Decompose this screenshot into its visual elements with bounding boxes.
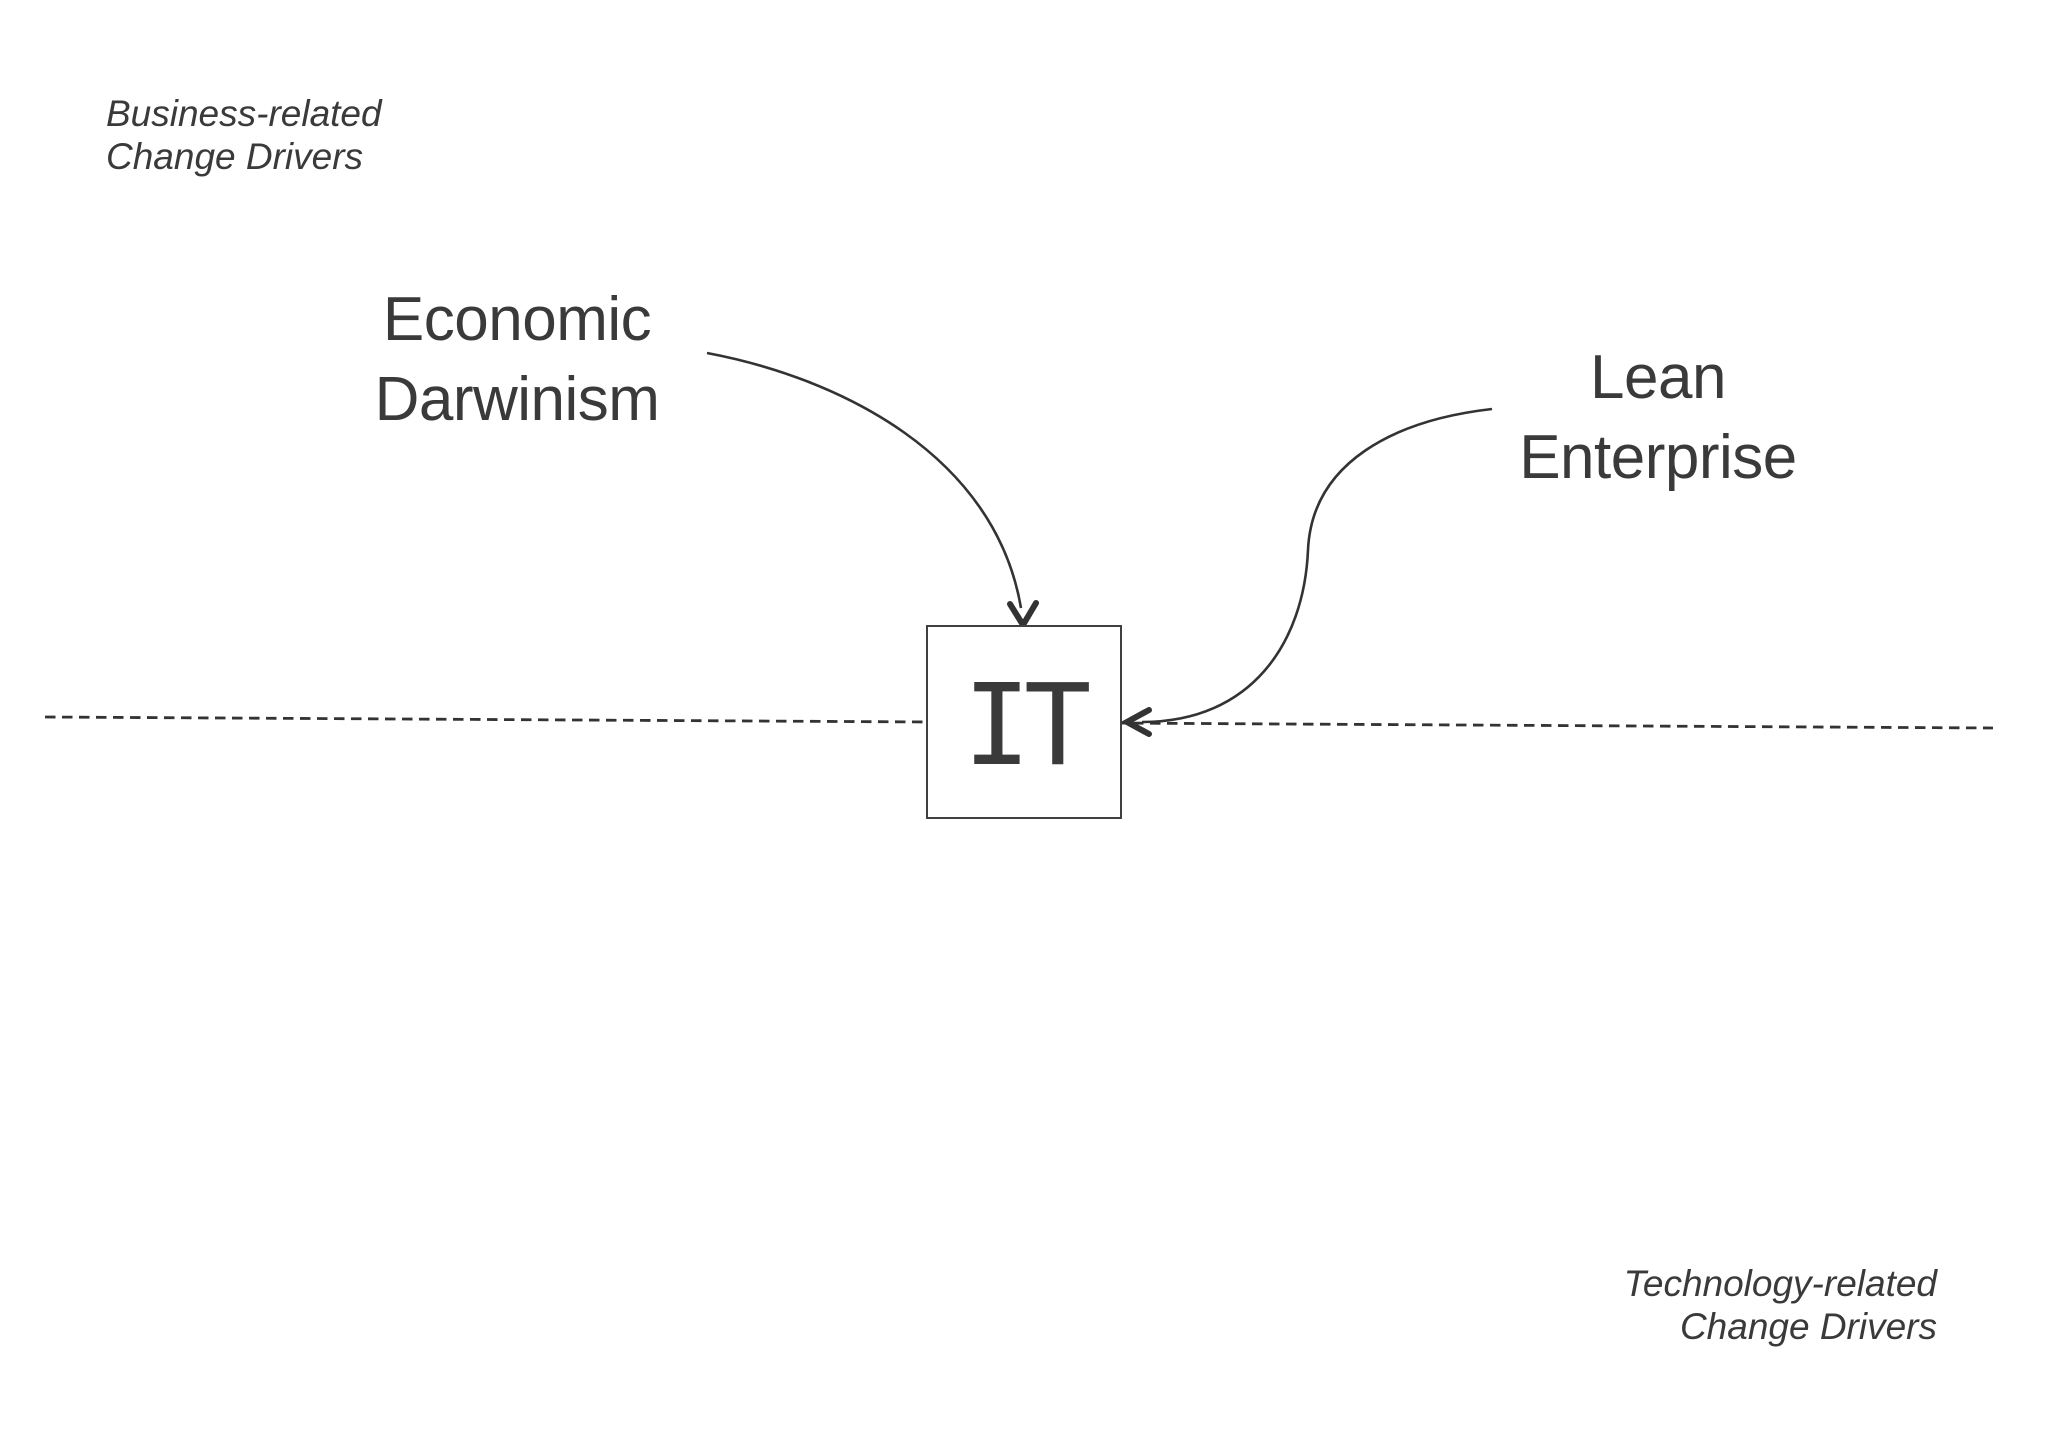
- economic-darwinism-line1: Economic: [382, 285, 652, 354]
- economic-darwinism-label: Economic Darwinism: [267, 280, 767, 440]
- lean-enterprise-line1: Lean: [1590, 343, 1726, 412]
- technology-change-drivers-label: Technology-related Change Drivers: [1624, 1262, 1937, 1349]
- economic-darwinism-line2: Darwinism: [374, 364, 660, 434]
- economic-darwinism-arrow: [706, 351, 1023, 609]
- lean-enterprise-line2: Enterprise: [1519, 422, 1797, 492]
- lean-enterprise-arrowhead-icon: [1120, 707, 1152, 737]
- technology-change-drivers-line1: Technology-related: [1623, 1263, 1937, 1304]
- lean-enterprise-arrow: [1141, 407, 1493, 724]
- economic-darwinism-arrowhead-icon: [1007, 600, 1039, 631]
- it-box-label: IT: [963, 661, 1091, 791]
- business-change-drivers-line2: Change Drivers: [106, 136, 364, 178]
- business-change-drivers-label: Business-related Change Drivers: [106, 92, 382, 179]
- technology-change-drivers-line2: Change Drivers: [1679, 1306, 1937, 1348]
- lean-enterprise-label: Lean Enterprise: [1408, 338, 1908, 498]
- it-box: IT: [926, 625, 1122, 819]
- business-change-drivers-line1: Business-related: [106, 93, 382, 134]
